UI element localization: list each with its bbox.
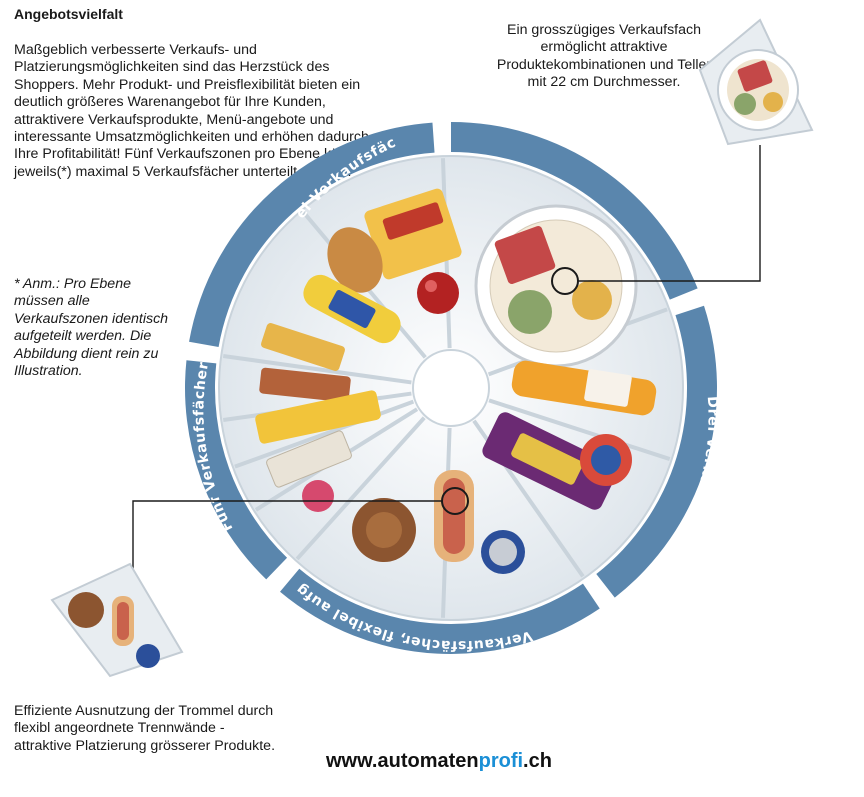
burrito-product: [482, 412, 618, 510]
snack-bar-product-1: [261, 323, 345, 371]
snack-pack-product: [266, 430, 352, 488]
divider-wall: [488, 398, 671, 461]
divider-wall: [234, 399, 415, 469]
juice-bottle-product: [511, 360, 657, 416]
ring-segment-two-compartments-top: [189, 122, 435, 348]
callout-line-bottom: [132, 487, 469, 597]
callout-line-top: [551, 145, 761, 295]
website-accent: profi: [478, 750, 524, 772]
drum-hub: [412, 349, 490, 427]
bread-roll-product: [327, 227, 383, 293]
can-drink-product: [481, 530, 525, 574]
callout-flexible-dividers: Effiziente Ausnutzung der Trommel durch …: [14, 703, 276, 754]
yogurt-cup-product: [302, 480, 334, 512]
website-prefix: www.automaten: [326, 750, 479, 772]
hotdog-product: [434, 470, 474, 562]
inset-single-compartment: [698, 18, 814, 146]
ring-segment-three-compartments: [596, 305, 717, 598]
bottle-drink-product: [303, 274, 401, 344]
snack-bar-product-2: [259, 367, 351, 403]
apple-product: [417, 272, 459, 314]
products: [255, 188, 657, 574]
divider-wall: [295, 416, 426, 561]
snack-bar-product-3: [255, 390, 381, 444]
inset-flexible-compartments: [50, 562, 184, 678]
intro-paragraph: Maßgeblich verbesserte Verkaufs- und Pla…: [14, 42, 386, 180]
divider-wall: [222, 354, 412, 385]
ring-segment-five-compartments: [184, 360, 288, 580]
page-title: Angebotsvielfalt: [14, 6, 123, 22]
plate-product: [474, 204, 638, 368]
muffin-product: [352, 498, 416, 562]
fruit-cup-product: [580, 434, 632, 486]
ring-segments: [184, 122, 717, 654]
callout-single-compartment: Ein grosszügiges Verkaufsfach ermöglicht…: [496, 22, 712, 91]
footnote-note: * Anm.: Pro Ebene müssen alle Verkaufszo…: [14, 276, 169, 380]
ring-segment-two-compartments-flexible: [280, 568, 600, 654]
website-suffix: .ch: [523, 750, 552, 772]
ring-segment-one-compartment: [451, 122, 698, 300]
website-link[interactable]: www.automatenprofi.ch: [326, 750, 552, 773]
sandwich-pack-product: [364, 188, 462, 280]
